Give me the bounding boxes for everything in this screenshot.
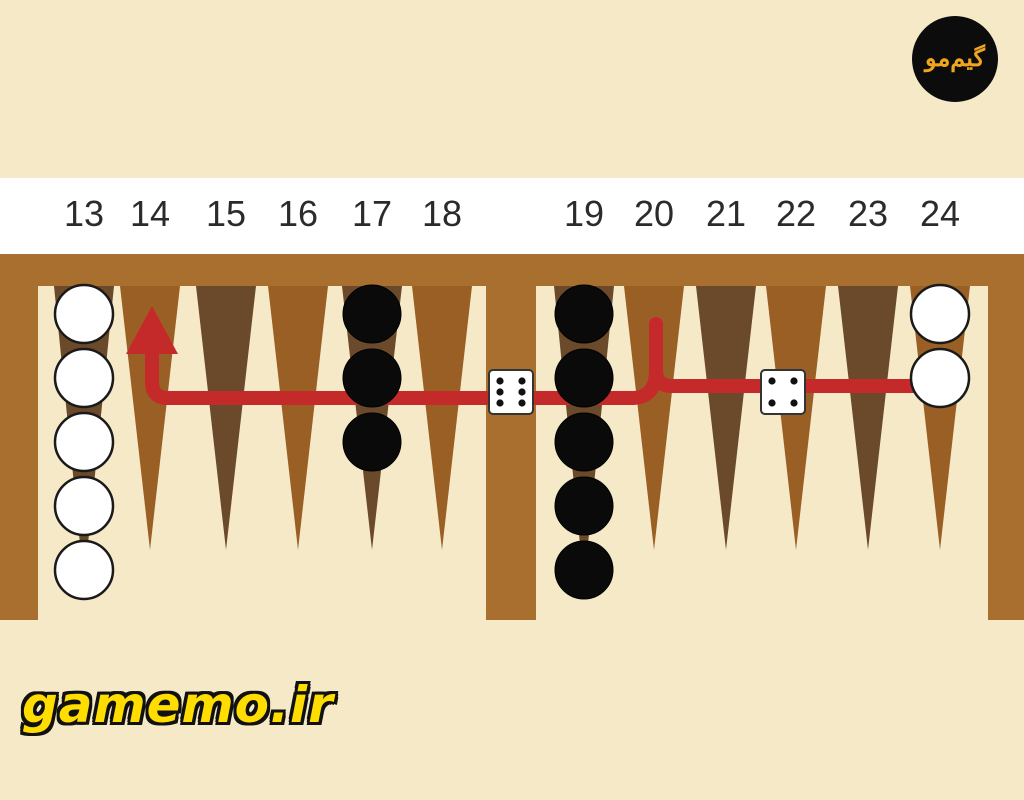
point-number-22: 22: [775, 193, 817, 234]
black-checker-point-19[interactable]: [554, 476, 614, 536]
black-checker-point-17[interactable]: [342, 412, 402, 472]
point-number-15: 15: [205, 193, 247, 234]
white-checker-point-13[interactable]: [53, 347, 115, 409]
move-arrow-head: [126, 306, 178, 354]
point-21[interactable]: [696, 286, 756, 550]
black-checker-point-19[interactable]: [554, 412, 614, 472]
die-face: [760, 369, 806, 415]
point-22[interactable]: [766, 286, 826, 550]
point-23[interactable]: [838, 286, 898, 550]
die-pip: [768, 377, 776, 385]
point-number-16: 16: [277, 193, 319, 234]
point-number-13: 13: [63, 193, 105, 234]
point-number-strip: 13 14 15 16 17 18 19 20 21 22 23 24: [0, 178, 1024, 254]
black-checker-point-19[interactable]: [554, 348, 614, 408]
point-20[interactable]: [624, 286, 684, 550]
white-checker-point-13[interactable]: [53, 539, 115, 601]
move-arrow: [145, 317, 947, 405]
point-number-14: 14: [129, 193, 171, 234]
point-number-23: 23: [847, 193, 889, 234]
black-checker-point-17[interactable]: [342, 284, 402, 344]
point-15[interactable]: [196, 286, 256, 550]
point-number-24: 24: [919, 193, 961, 234]
die-pip: [496, 377, 504, 385]
die-6: [488, 369, 534, 415]
point-number-20: 20: [633, 193, 675, 234]
black-checker-point-19[interactable]: [554, 540, 614, 600]
white-checker-point-13[interactable]: [53, 411, 115, 473]
point-number-18: 18: [421, 193, 463, 234]
die-pip: [518, 377, 526, 385]
die-4: [760, 369, 806, 415]
die-pip: [790, 377, 798, 385]
point-16[interactable]: [268, 286, 328, 550]
white-checker-point-24[interactable]: [909, 347, 971, 409]
logo-text: گیم‌مو: [925, 45, 985, 72]
die-face: [488, 369, 534, 415]
gamemo-logo-icon: گیم‌مو: [912, 16, 998, 102]
die-pip: [790, 399, 798, 407]
die-pip: [518, 399, 526, 407]
black-checker-point-19[interactable]: [554, 284, 614, 344]
white-checker-point-24[interactable]: [909, 283, 971, 345]
die-pip: [768, 399, 776, 407]
die-pip: [518, 388, 526, 396]
point-number-21: 21: [705, 193, 747, 234]
point-number-19: 19: [563, 193, 605, 234]
die-pip: [496, 388, 504, 396]
white-checker-point-13[interactable]: [53, 475, 115, 537]
white-checker-point-13[interactable]: [53, 283, 115, 345]
point-number-17: 17: [351, 193, 393, 234]
watermark: gamemo.ir: [22, 676, 334, 734]
point-18[interactable]: [412, 286, 472, 550]
black-checker-point-17[interactable]: [342, 348, 402, 408]
backgammon-board: [0, 254, 1024, 620]
die-pip: [496, 399, 504, 407]
